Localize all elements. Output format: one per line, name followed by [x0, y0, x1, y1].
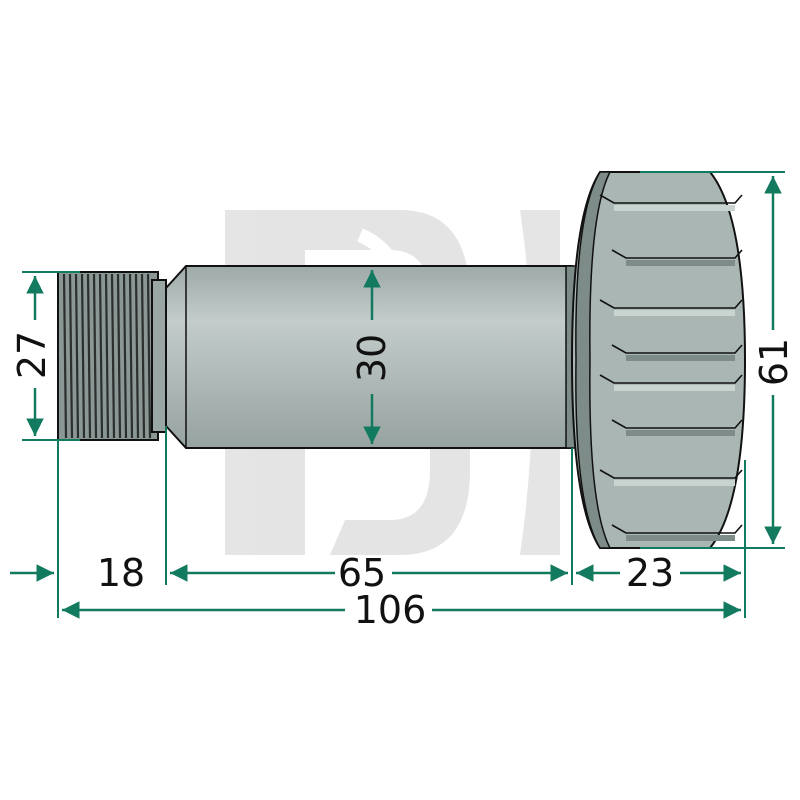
dimension-label-23: 23: [626, 551, 674, 595]
spline-groove: [599, 469, 743, 479]
spline-groove: [599, 374, 743, 384]
thread-ridge: [140, 273, 146, 439]
thread-ridge: [74, 273, 80, 439]
dimension-thread-length: 18: [10, 551, 145, 595]
thread-ridge: [110, 273, 116, 439]
spline-face: [626, 260, 735, 266]
dimension-shaft-length: 65: [170, 551, 568, 595]
dimension-head-length: 23: [576, 551, 741, 595]
thread-ridge: [62, 273, 68, 439]
splined-head: [570, 171, 747, 549]
thread-ridge: [146, 273, 152, 439]
dimension-head-diameter: 61: [640, 171, 796, 549]
thread-ridge: [128, 273, 134, 439]
threaded-end: [57, 271, 167, 441]
dimension-label-27: 27: [10, 331, 54, 379]
thread-ridge: [98, 273, 104, 439]
thread-ridge: [134, 273, 140, 439]
thread-ridge: [80, 273, 86, 439]
spline-groove: [611, 419, 743, 429]
spline-groove: [611, 524, 743, 534]
dimension-label-65: 65: [338, 551, 386, 595]
thread-ridge: [92, 273, 98, 439]
dimension-thread-diameter: 27: [10, 271, 80, 441]
spline-face: [614, 205, 735, 211]
spline-face: [626, 535, 735, 541]
spline-groove: [611, 344, 743, 354]
thread-ridge: [68, 273, 74, 439]
spline-groove: [599, 299, 743, 309]
thread-ridge: [116, 273, 122, 439]
dimension-shaft-diameter: 30: [350, 270, 394, 444]
spline-face: [626, 430, 735, 436]
spline-groove: [611, 249, 743, 259]
spline-face: [614, 385, 735, 391]
thread-ridge: [104, 273, 110, 439]
spline-face: [614, 480, 735, 486]
thread-ridge: [122, 273, 128, 439]
spline-groove: [599, 194, 743, 204]
extension-lines: [57, 426, 746, 618]
dimension-label-61: 61: [752, 338, 796, 386]
dimension-label-30: 30: [350, 334, 394, 382]
thread-ridge: [86, 273, 92, 439]
spline-face: [626, 355, 735, 361]
dimension-label-106: 106: [354, 588, 427, 632]
dimension-total-length: 106: [62, 588, 741, 632]
spline-face: [614, 310, 735, 316]
dimension-label-18: 18: [97, 551, 145, 595]
